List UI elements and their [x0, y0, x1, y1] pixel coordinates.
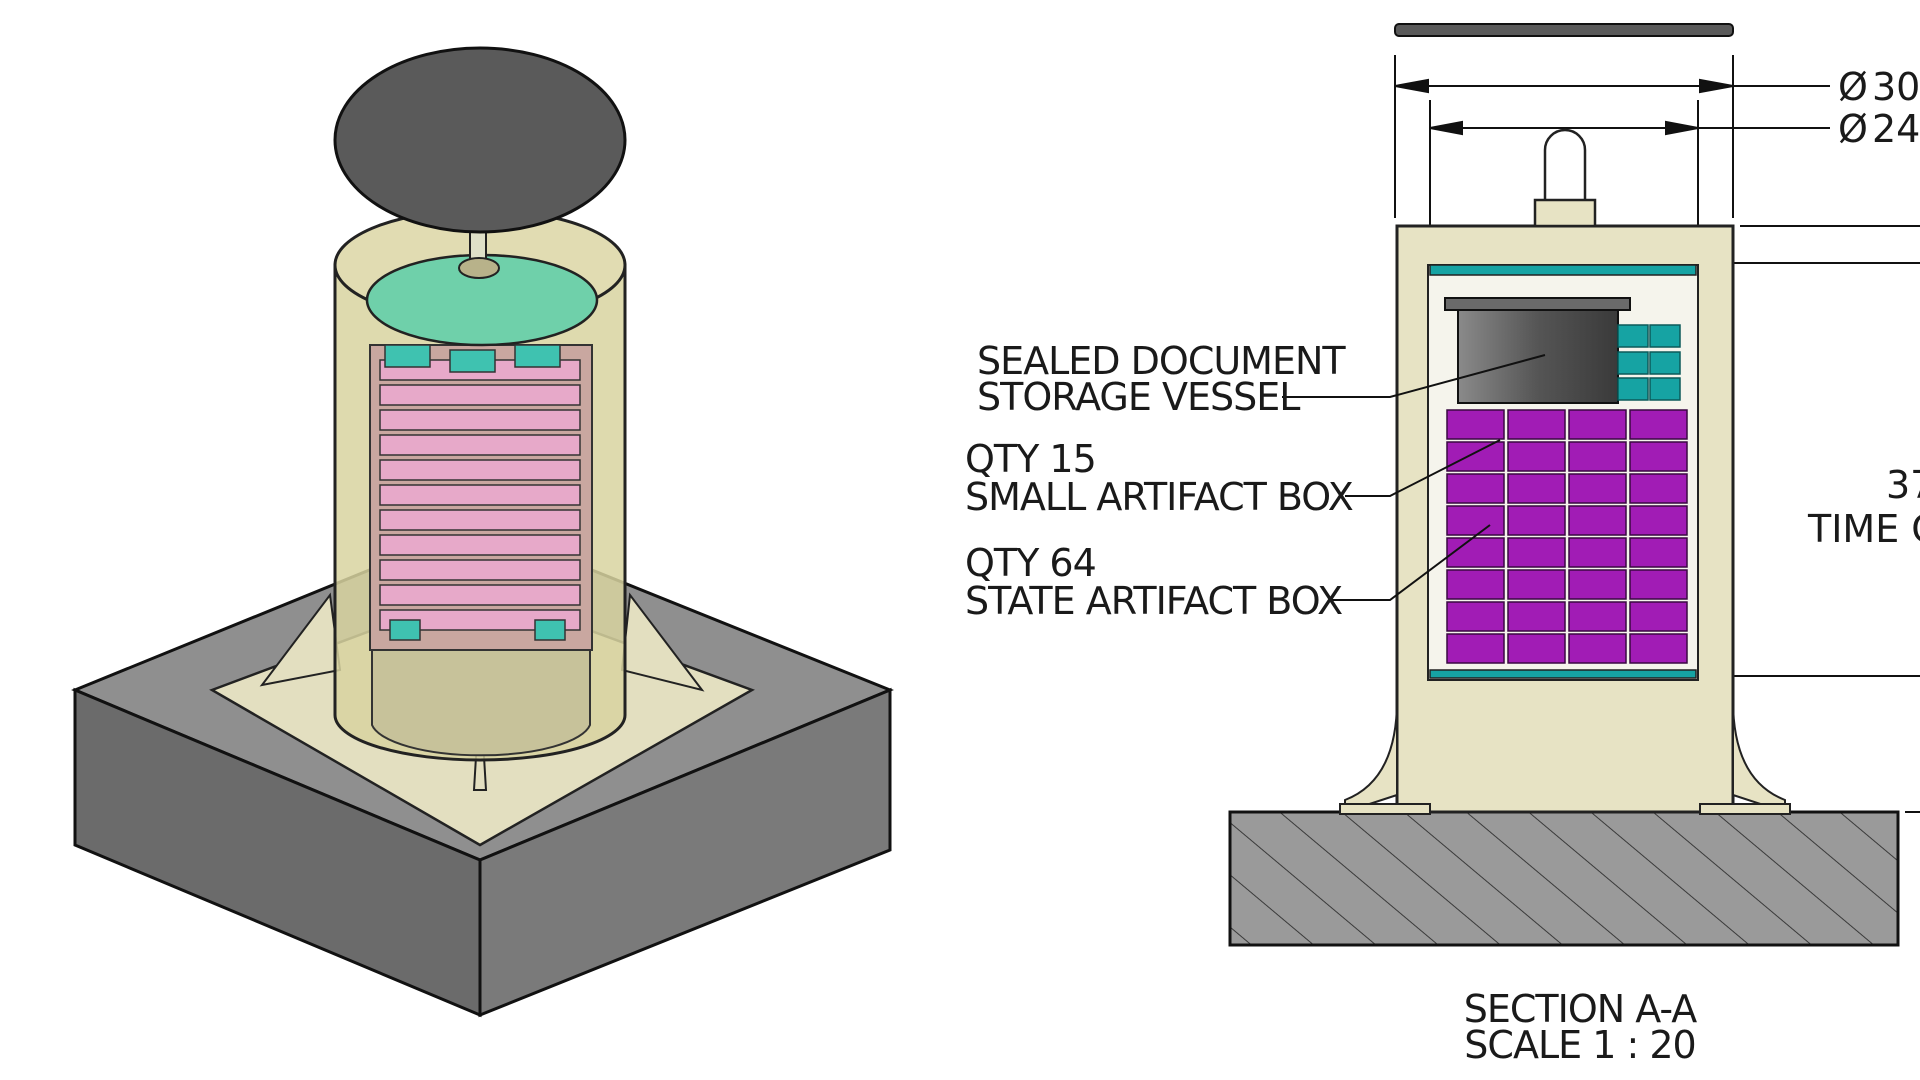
state-artifact-box: [1507, 537, 1566, 568]
state-artifact-box: [1629, 473, 1688, 504]
dim-inner-diameter: 24: [1872, 107, 1920, 151]
state-artifact-box: [1629, 601, 1688, 632]
dim-inner-diameter-symbol: Ø: [1838, 107, 1868, 151]
callout-state-box-name: STATE ARTIFACT BOX: [965, 579, 1342, 623]
state-artifact-box: [1568, 505, 1627, 536]
section-lid: [1394, 23, 1734, 37]
state-artifact-box: [1507, 505, 1566, 536]
state-artifact-box: [1446, 569, 1505, 600]
dim-outer-diameter: 30: [1872, 65, 1920, 109]
state-artifact-box: [1568, 601, 1627, 632]
state-artifact-box: [1629, 441, 1688, 472]
section-lifting-eye: [1533, 128, 1597, 228]
state-artifact-box: [1446, 633, 1505, 664]
state-artifact-box: [1446, 505, 1505, 536]
state-artifact-box: [1629, 633, 1688, 664]
state-artifact-box: [1568, 473, 1627, 504]
state-artifact-box: [1629, 569, 1688, 600]
state-artifact-box: [1507, 473, 1566, 504]
callout-small-box-name: SMALL ARTIFACT BOX: [965, 475, 1353, 519]
state-artifact-box: [1446, 409, 1505, 440]
iso-small-boxes: [384, 344, 566, 641]
section-scale: SCALE 1 : 20: [1464, 1023, 1695, 1067]
dim-height-label: TIME C: [1807, 507, 1920, 551]
callout-state-box: QTY 64 STATE ARTIFACT BOX: [965, 541, 1342, 623]
state-artifact-box: [1629, 537, 1688, 568]
section-document-vessel: [1444, 297, 1631, 404]
state-artifact-box: [1507, 633, 1566, 664]
callout-vessel: SEALED DOCUMENT STORAGE VESSEL: [977, 339, 1356, 419]
iso-lid: [333, 46, 627, 234]
iso-inner-cylinder: [369, 344, 593, 757]
callout-small-box: QTY 15 SMALL ARTIFACT BOX: [965, 437, 1353, 519]
state-artifact-box: [1446, 601, 1505, 632]
callout-state-box-qty: QTY 64: [965, 541, 1096, 585]
isometric-view: [71, 46, 894, 1018]
state-artifact-box: [1507, 409, 1566, 440]
leader-lines: [1282, 354, 1546, 601]
state-artifact-box: [1568, 537, 1627, 568]
state-artifact-box: [1446, 441, 1505, 472]
dim-height: 37: [1886, 463, 1920, 507]
state-artifact-box: [1568, 569, 1627, 600]
state-artifact-box: [1446, 473, 1505, 504]
dim-outer-diameter-symbol: Ø: [1838, 65, 1868, 109]
section-bottom-plate: [1429, 669, 1697, 679]
state-artifact-box: [1507, 601, 1566, 632]
state-artifact-box: [1568, 441, 1627, 472]
section-small-boxes: [1617, 324, 1681, 401]
section-title: SECTION A-A: [1464, 987, 1698, 1031]
section-inner-lid: [1429, 264, 1697, 276]
callout-small-box-qty: QTY 15: [965, 437, 1096, 481]
state-artifact-box: [1507, 569, 1566, 600]
state-artifact-box: [1629, 505, 1688, 536]
state-artifact-box: [1568, 633, 1627, 664]
section-state-boxes: [1446, 409, 1688, 664]
iso-lifting-eye: [458, 224, 500, 279]
iso-state-box-rows: [379, 359, 581, 631]
section-view: [1228, 23, 1920, 947]
state-artifact-box: [1507, 441, 1566, 472]
callout-vessel-line2: STORAGE VESSEL: [977, 375, 1300, 419]
state-artifact-box: [1446, 537, 1505, 568]
state-artifact-box: [1568, 409, 1627, 440]
state-artifact-box: [1629, 409, 1688, 440]
callout-vessel-line1: SEALED DOCUMENT: [977, 339, 1346, 383]
